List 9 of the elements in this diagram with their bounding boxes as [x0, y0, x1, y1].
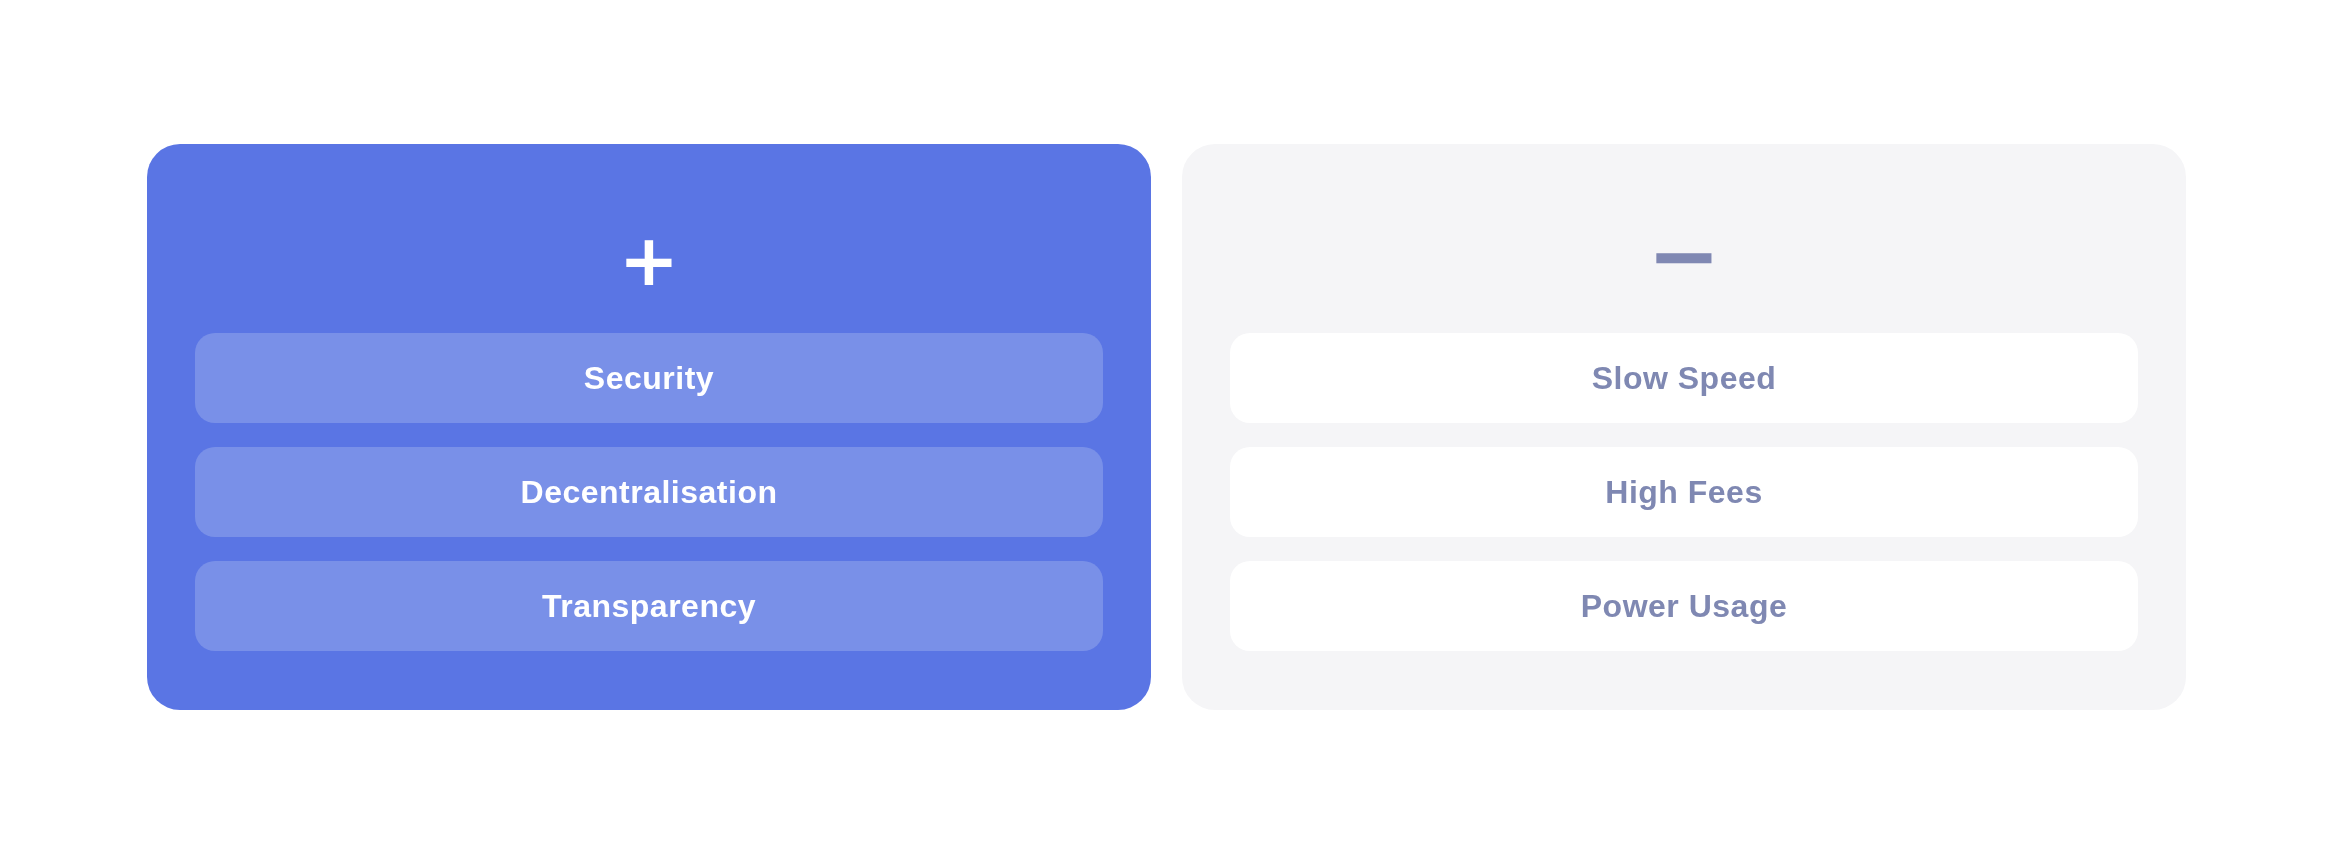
list-item: Slow Speed — [1230, 333, 2138, 423]
list-item: Transparency — [195, 561, 1103, 651]
plus-heading: + — [618, 224, 680, 296]
list-item: Decentralisation — [195, 447, 1103, 537]
minus-heading: − — [1647, 212, 1721, 300]
list-item: High Fees — [1230, 447, 2138, 537]
list-item: Security — [195, 333, 1103, 423]
panel — [147, 144, 1151, 710]
list-item: Power Usage — [1230, 561, 2138, 651]
